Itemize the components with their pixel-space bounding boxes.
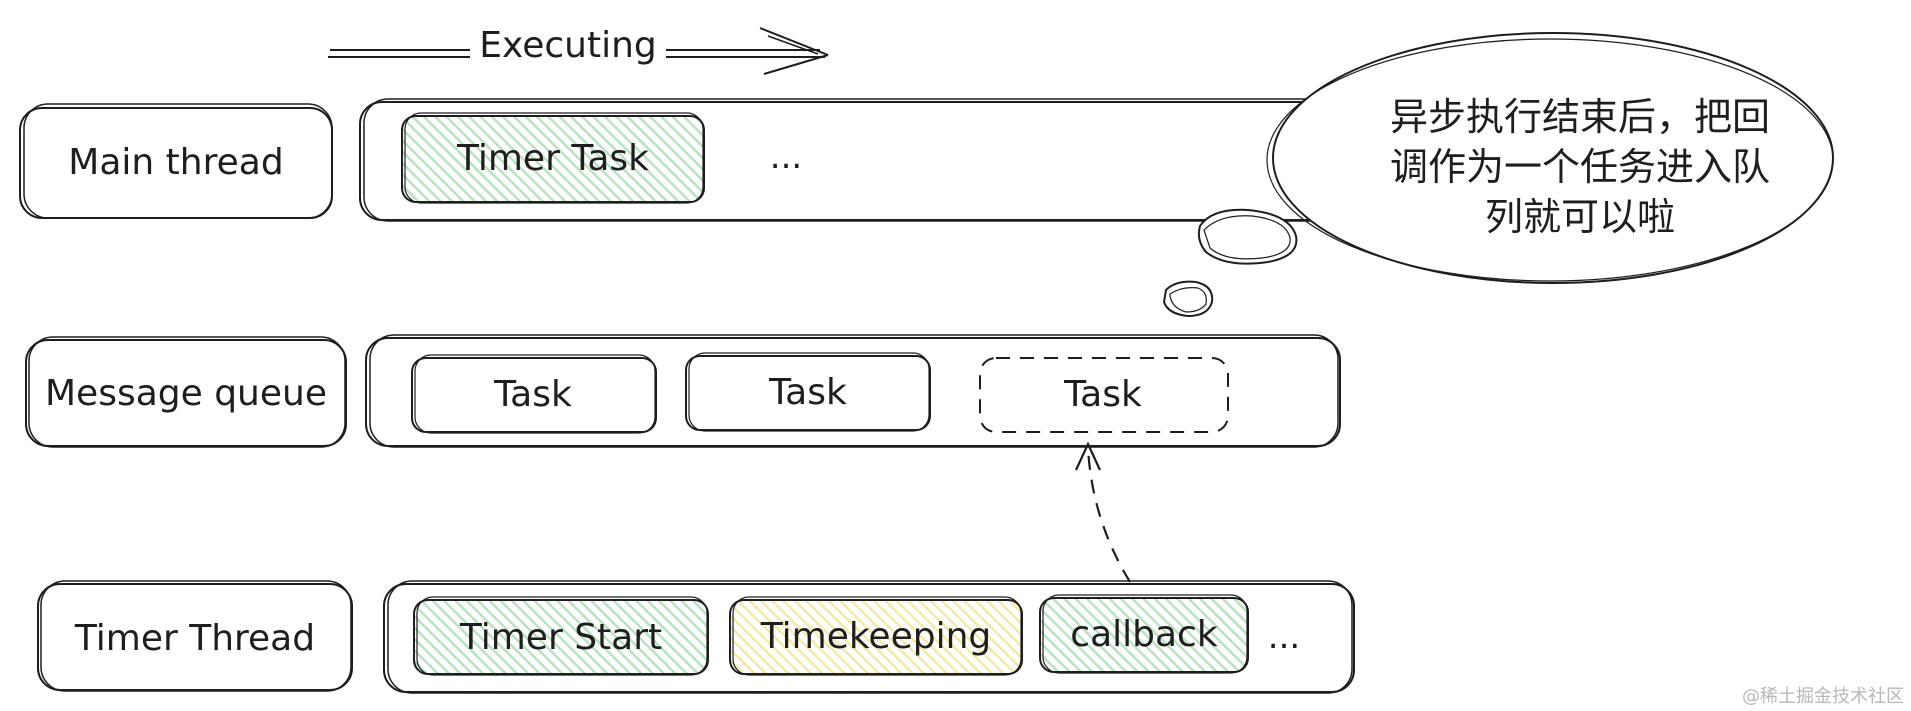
- message-queue-label: Message queue: [45, 373, 327, 414]
- timekeeping-node: [729, 596, 1023, 676]
- main-thread-more: ...: [770, 137, 802, 177]
- callback-arrow: [1075, 441, 1131, 583]
- message-queue-lane: [365, 334, 1341, 448]
- bubble-line-1: 异步执行结束后，把回: [1390, 95, 1770, 139]
- timekeeping-label: Timekeeping: [760, 616, 991, 657]
- executing-label-bg: [470, 30, 666, 72]
- queue-task-node-2: [685, 352, 931, 432]
- queue-task-label-1: Task: [493, 374, 572, 415]
- executing-label: Executing: [479, 25, 657, 66]
- callback-node: [1039, 594, 1249, 674]
- watermark: @稀土掘金技术社区: [1742, 686, 1904, 707]
- timer-task-node: [401, 112, 705, 204]
- bubble-line-3: 列就可以啦: [1485, 195, 1675, 239]
- message-queue-label-box: [25, 336, 347, 448]
- queue-task-label-3: Task: [1063, 374, 1142, 415]
- timer-thread-label-box: [37, 580, 353, 692]
- timer-thread-label: Timer Thread: [74, 618, 315, 659]
- queue-task-node-1: [411, 354, 657, 434]
- callback-label: callback: [1070, 614, 1218, 655]
- timer-start-node: [413, 596, 709, 676]
- main-thread-label-box: [19, 103, 333, 219]
- timer-task-label: Timer Task: [456, 138, 649, 179]
- timer-start-label: Timer Start: [459, 617, 662, 658]
- timer-thread-more: ...: [1268, 617, 1300, 657]
- thought-bubble: [1162, 32, 1834, 318]
- main-thread-label: Main thread: [68, 142, 283, 183]
- queue-task-label-2: Task: [768, 372, 847, 413]
- timer-thread-lane: [383, 580, 1355, 694]
- queue-task-node-3-pending: [979, 357, 1229, 433]
- bubble-line-2: 调作为一个任务进入队: [1390, 145, 1770, 189]
